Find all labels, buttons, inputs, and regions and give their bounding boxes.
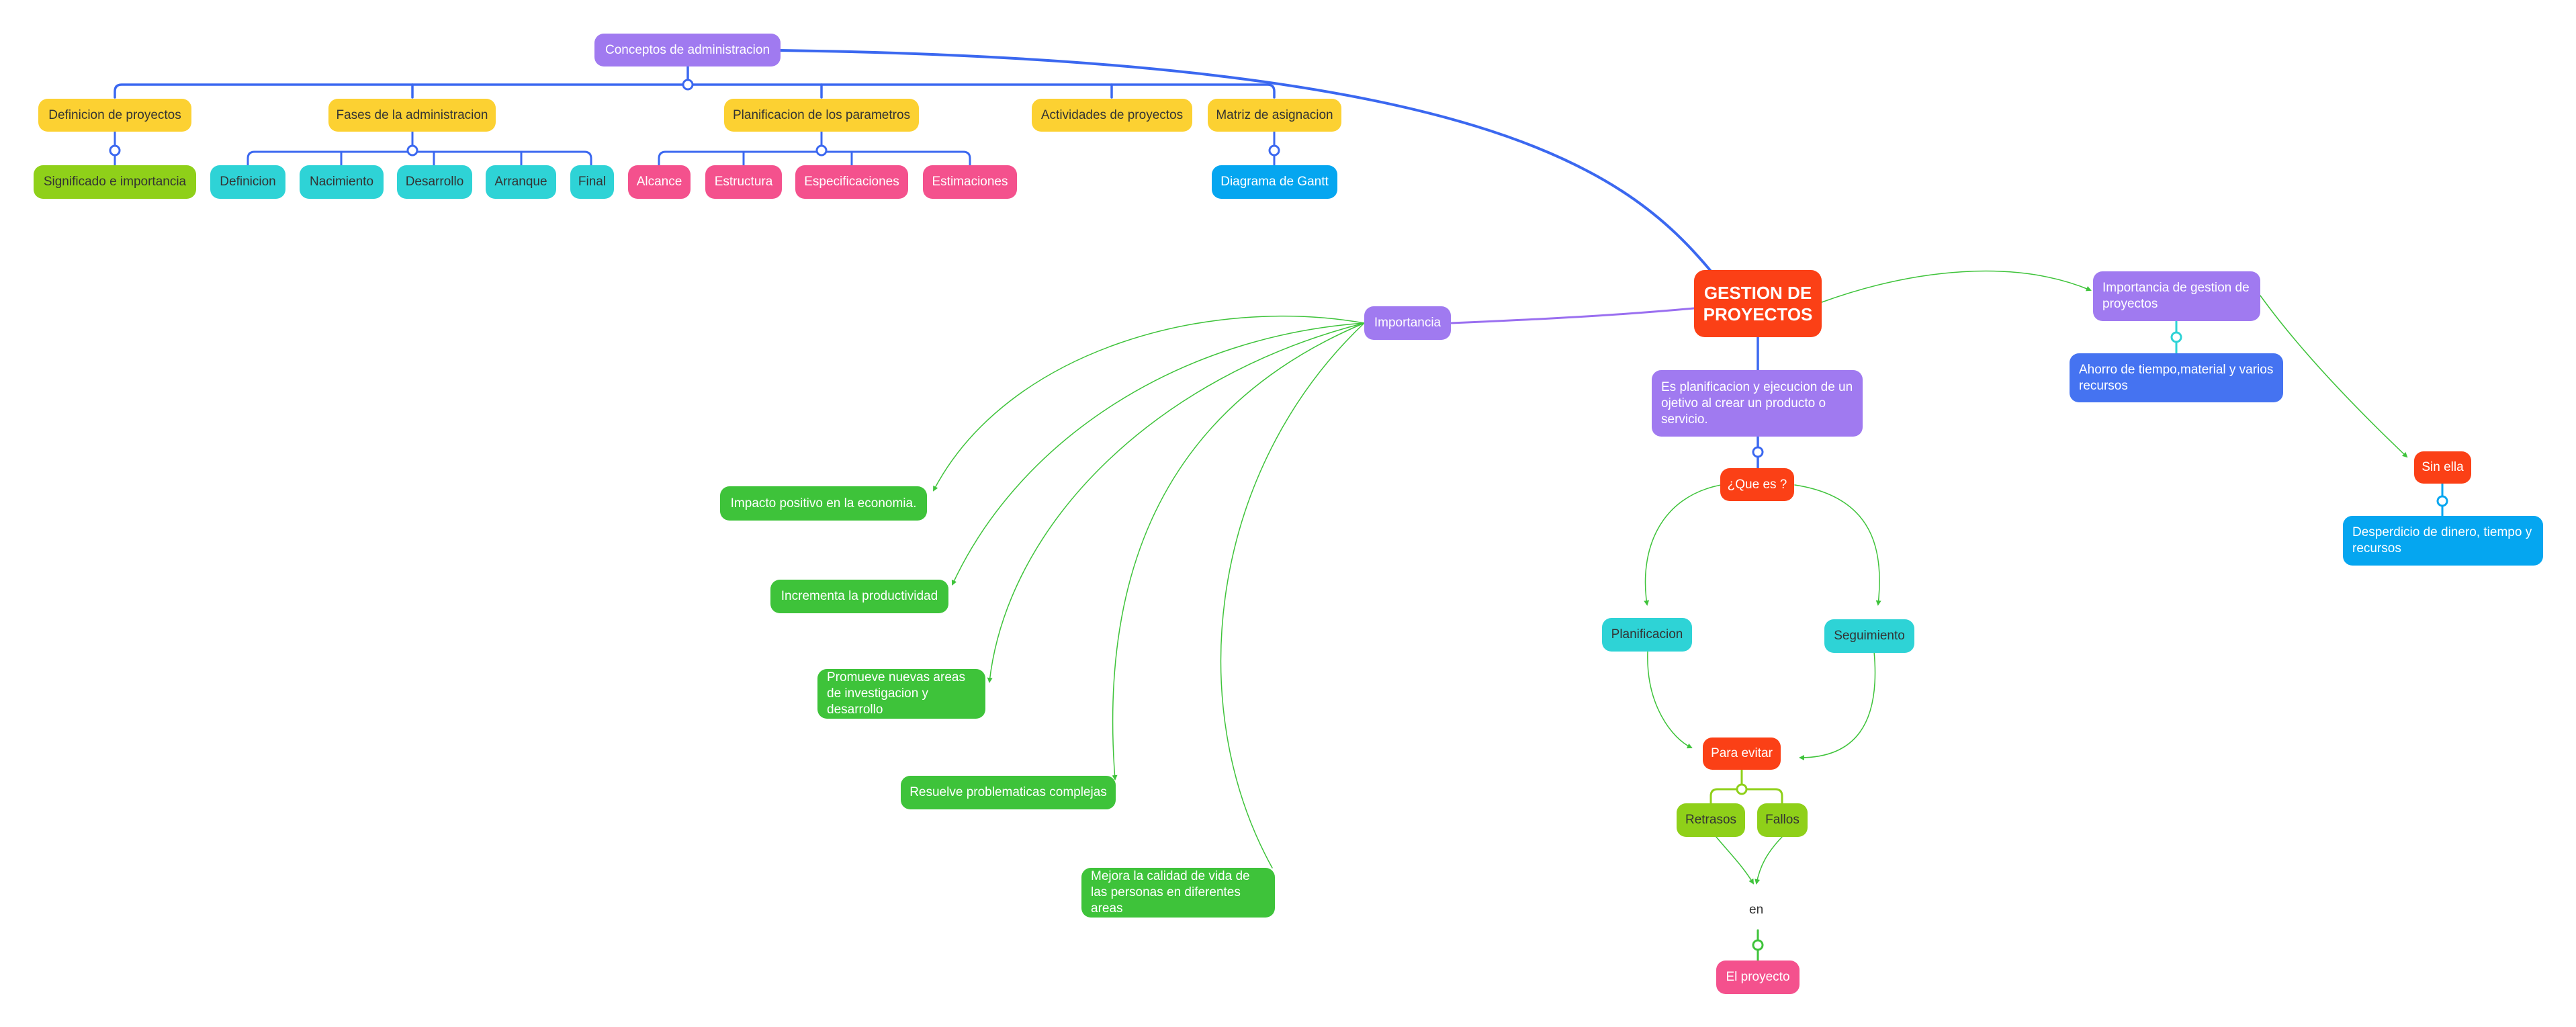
root-node[interactable]: GESTION DE PROYECTOS bbox=[1694, 270, 1822, 337]
impacto-economia-node[interactable]: Impacto positivo en la economia. bbox=[720, 486, 927, 521]
importancia-node[interactable]: Importancia bbox=[1364, 306, 1451, 340]
fase-arranque-node[interactable]: Arranque bbox=[486, 165, 556, 199]
estimaciones-node[interactable]: Estimaciones bbox=[923, 165, 1017, 199]
estructura-node[interactable]: Estructura bbox=[705, 165, 782, 199]
actividades-proyectos-node[interactable]: Actividades de proyectos bbox=[1032, 99, 1192, 132]
el-proyecto-node[interactable]: El proyecto bbox=[1716, 961, 1800, 994]
seguimiento-node[interactable]: Seguimiento bbox=[1824, 619, 1914, 653]
planificacion-node[interactable]: Planificacion bbox=[1602, 618, 1692, 652]
retrasos-node[interactable]: Retrasos bbox=[1677, 803, 1745, 837]
fase-nacimiento-node[interactable]: Nacimiento bbox=[300, 165, 384, 199]
matriz-asignacion-node[interactable]: Matriz de asignacion bbox=[1208, 99, 1341, 132]
fase-desarrollo-node[interactable]: Desarrollo bbox=[397, 165, 472, 199]
sin-ella-node[interactable]: Sin ella bbox=[2414, 451, 2471, 484]
desperdicio-node[interactable]: Desperdicio de dinero, tiempo y recursos bbox=[2343, 516, 2543, 566]
significado-importancia-node[interactable]: Significado e importancia bbox=[34, 165, 196, 199]
importancia-gestion-node[interactable]: Importancia de gestion de proyectos bbox=[2093, 271, 2260, 321]
definicion-proyectos-node[interactable]: Definicion de proyectos bbox=[38, 99, 191, 132]
alcance-node[interactable]: Alcance bbox=[628, 165, 691, 199]
descripcion-node[interactable]: Es planificacion y ejecucion de un ojeti… bbox=[1652, 370, 1863, 437]
mejora-calidad-vida-node[interactable]: Mejora la calidad de vida de las persona… bbox=[1081, 868, 1275, 918]
planificacion-parametros-node[interactable]: Planificacion de los parametros bbox=[724, 99, 919, 132]
ahorro-recursos-node[interactable]: Ahorro de tiempo,material y varios recur… bbox=[2070, 353, 2283, 402]
especificaciones-node[interactable]: Especificaciones bbox=[795, 165, 908, 199]
resuelve-problematicas-node[interactable]: Resuelve problematicas complejas bbox=[901, 776, 1116, 809]
en-label[interactable]: en bbox=[1749, 903, 1764, 917]
fases-administracion-node[interactable]: Fases de la administracion bbox=[328, 99, 496, 132]
para-evitar-node[interactable]: Para evitar bbox=[1703, 738, 1781, 770]
fallos-node[interactable]: Fallos bbox=[1757, 803, 1808, 837]
fase-definicion-node[interactable]: Definicion bbox=[210, 165, 285, 199]
incrementa-productividad-node[interactable]: Incrementa la productividad bbox=[770, 580, 948, 613]
fase-final-node[interactable]: Final bbox=[570, 165, 614, 199]
diagrama-gantt-node[interactable]: Diagrama de Gantt bbox=[1212, 165, 1337, 199]
conceptos-node[interactable]: Conceptos de administracion bbox=[594, 34, 781, 66]
que-es-node[interactable]: ¿Que es ? bbox=[1720, 468, 1794, 501]
promueve-investigacion-node[interactable]: Promueve nuevas areas de investigacion y… bbox=[817, 669, 985, 719]
